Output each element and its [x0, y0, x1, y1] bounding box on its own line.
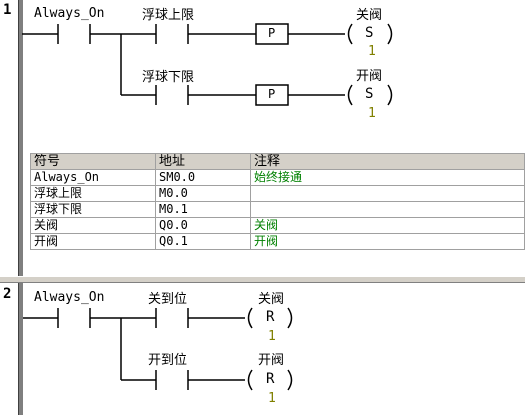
table-row: Always_On SM0.0 始终接通 — [30, 169, 525, 186]
table-row: 浮球下限 M0.1 — [30, 201, 525, 218]
coil-set-op-2: S — [365, 86, 374, 102]
contact-float-upper-label: 浮球上限 — [142, 8, 195, 23]
col-header-symbol: 符号 — [30, 153, 156, 170]
network-1-power-rail — [18, 0, 23, 276]
coil-count-3: 1 — [268, 329, 276, 344]
coil-close-valve-label: 关阀 — [356, 8, 383, 23]
symbol-cell: 浮球上限 — [30, 185, 156, 202]
comment-cell: 始终接通 — [250, 169, 525, 186]
comment-cell — [250, 201, 525, 218]
symbol-cell: 浮球下限 — [30, 201, 156, 218]
coil-set-op-1: S — [365, 25, 374, 41]
comment-cell: 关阀 — [250, 217, 525, 234]
network-2-number: 2 — [3, 286, 12, 302]
table-row: 开阀 Q0.1 开阀 — [30, 233, 525, 250]
contact-always-on-label: Always_On — [34, 6, 105, 21]
address-cell: M0.1 — [155, 201, 251, 218]
coil-count-4: 1 — [268, 391, 276, 406]
coil-reset-op-2: R — [266, 371, 275, 387]
network-1-number: 1 — [3, 2, 12, 18]
symbol-cell: 开阀 — [30, 233, 156, 250]
comment-cell — [250, 185, 525, 202]
network-2-power-rail — [18, 283, 23, 415]
coil-count-2: 1 — [368, 106, 376, 121]
symbol-cell: 关阀 — [30, 217, 156, 234]
contact-open-pos-label: 开到位 — [148, 353, 188, 368]
address-cell: Q0.1 — [155, 233, 251, 250]
positive-edge-p2: P — [268, 87, 276, 101]
network-gutter — [0, 0, 18, 415]
address-cell: SM0.0 — [155, 169, 251, 186]
comment-cell: 开阀 — [250, 233, 525, 250]
symbol-cell: Always_On — [30, 169, 156, 186]
coil-open-valve-label: 开阀 — [356, 69, 383, 84]
positive-edge-p1: P — [268, 26, 276, 40]
contact-close-pos-label: 关到位 — [148, 292, 188, 307]
symbol-table: 符号 地址 注释 Always_On SM0.0 始终接通 浮球上限 M0.0 … — [30, 153, 525, 250]
col-header-comment: 注释 — [250, 153, 525, 170]
table-row: 关阀 Q0.0 关阀 — [30, 217, 525, 234]
network-separator — [0, 276, 525, 283]
contact-always-on-label-2: Always_On — [34, 290, 105, 305]
table-row: 浮球上限 M0.0 — [30, 185, 525, 202]
col-header-address: 地址 — [155, 153, 251, 170]
address-cell: M0.0 — [155, 185, 251, 202]
coil-reset-op-1: R — [266, 309, 275, 325]
coil-close-valve-label-2: 关阀 — [258, 292, 285, 307]
symbol-table-header: 符号 地址 注释 — [30, 153, 525, 170]
coil-count-1: 1 — [368, 44, 376, 59]
contact-float-lower-label: 浮球下限 — [142, 70, 195, 85]
coil-open-valve-label-2: 开阀 — [258, 353, 285, 368]
address-cell: Q0.0 — [155, 217, 251, 234]
